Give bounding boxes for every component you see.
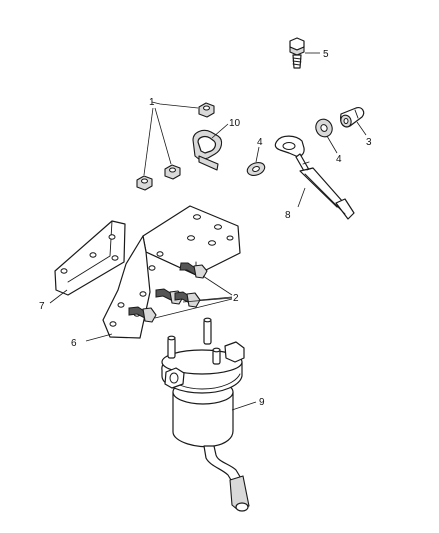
callout-6: 6 — [71, 338, 77, 349]
part-5-bolt — [289, 37, 305, 69]
part-2-bolt-d — [128, 306, 157, 323]
callout-1: 1 — [149, 97, 155, 108]
part-9-fuel-filter — [161, 317, 250, 512]
callout-4-right: 4 — [336, 154, 342, 165]
callout-4-left: 4 — [257, 137, 263, 148]
callout-9: 9 — [259, 397, 265, 408]
part-1-nut-left — [136, 175, 153, 191]
callout-10: 10 — [229, 118, 241, 129]
callout-8: 8 — [285, 210, 291, 221]
callout-2: 2 — [233, 293, 239, 304]
part-1-nut-top — [198, 102, 215, 118]
part-3-fitting — [340, 107, 365, 128]
part-4-washer-left — [246, 162, 266, 176]
part-2-bolt-c — [174, 291, 201, 308]
part-4-washer-right — [315, 118, 333, 138]
callout-3: 3 — [366, 137, 372, 148]
part-2-bolt-a — [179, 262, 208, 279]
part-1-nut-mid — [164, 164, 181, 180]
part-8-fuel-line — [274, 135, 355, 220]
part-10-clamp — [192, 129, 223, 171]
callout-5: 5 — [323, 49, 329, 60]
part-7-bracket — [54, 220, 126, 296]
callout-7: 7 — [39, 301, 45, 312]
